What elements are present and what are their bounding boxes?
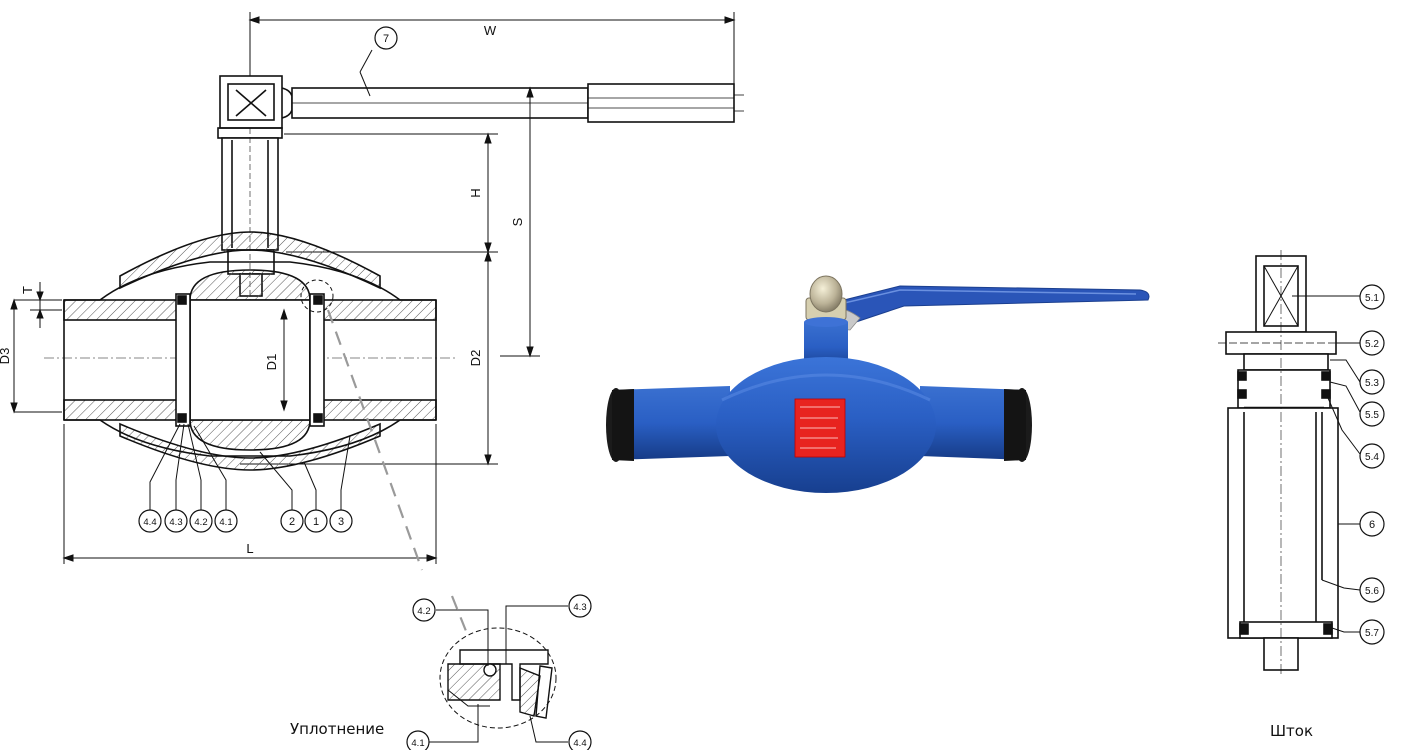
stem-callout-5-7: 5.7: [1359, 619, 1385, 645]
stem-callout-5-3: 5.3: [1359, 369, 1385, 395]
seal-callout-4-2-label: 4.2: [417, 606, 430, 617]
dim-label-d2: D2: [468, 350, 483, 367]
stem-detail: [1218, 250, 1361, 676]
callout-3-label: 3: [338, 516, 344, 528]
callout-1: 1: [304, 509, 328, 533]
seal-callout-4-4: 4.4: [568, 730, 592, 750]
callout-4-1-label: 4.1: [219, 517, 232, 528]
callout-4-2-label: 4.2: [194, 517, 207, 528]
dimension-d1-d3-t: [10, 282, 288, 414]
stem-callout-5-3-label: 5.3: [1365, 378, 1379, 389]
seats: [175, 293, 325, 427]
dimension-l: [62, 424, 438, 564]
stem-callout-5-4: 5.4: [1359, 443, 1385, 469]
callout-2-label: 2: [289, 516, 295, 528]
main-section-view: [10, 12, 744, 637]
callout-4-4-label: 4.4: [143, 517, 156, 528]
dim-label-t: T: [20, 286, 35, 294]
stem-callout-5-6: 5.6: [1359, 577, 1385, 603]
seal-detail: [428, 605, 568, 743]
callout-leaders: [149, 49, 373, 510]
valve-product-image: [606, 275, 1150, 493]
main-callouts: 7 4.4 4.3 4.2 4.1 2 1 3: [138, 26, 398, 533]
stem-callout-5-2: 5.2: [1359, 330, 1385, 356]
stem-callout-5-4-label: 5.4: [1365, 452, 1379, 463]
callout-4-4: 4.4: [138, 509, 162, 533]
stem-callout-5-6-label: 5.6: [1365, 586, 1379, 597]
callout-7: 7: [374, 26, 398, 50]
callout-2: 2: [280, 509, 304, 533]
stem-callout-5-5-label: 5.5: [1365, 410, 1379, 421]
dimension-w: [248, 12, 736, 86]
handle: [219, 75, 744, 129]
dim-label-h: H: [468, 188, 483, 197]
dimension-labels: W H S T D3 D1 D2 L: [0, 23, 525, 556]
callout-1-label: 1: [313, 516, 319, 528]
dim-label-l: L: [246, 541, 253, 556]
stem-callout-6-label: 6: [1369, 519, 1375, 531]
valve-body-shell: [64, 231, 436, 471]
callout-7-label: 7: [383, 33, 389, 45]
callout-3: 3: [329, 509, 353, 533]
stem-callout-5-1: 5.1: [1359, 284, 1385, 310]
seal-callouts: 4.2 4.3 4.1 4.4: [406, 594, 592, 750]
pipe-ends: [44, 299, 456, 421]
stem-callout-5-5: 5.5: [1359, 401, 1385, 427]
stem-callouts: 5.1 5.2 5.3 5.5 5.4 6 5.6 5.7: [1359, 284, 1385, 645]
stem-caption: Шток: [1270, 722, 1314, 740]
dim-label-d3: D3: [0, 348, 12, 365]
seal-callout-4-2: 4.2: [412, 598, 436, 622]
seal-caption: Уплотнение: [290, 720, 385, 738]
stem-callout-5-2-label: 5.2: [1365, 339, 1379, 350]
ball: [189, 269, 311, 451]
stem-callout-5-7-label: 5.7: [1365, 628, 1379, 639]
seal-callout-4-4-label: 4.4: [573, 738, 586, 749]
callout-4-2: 4.2: [189, 509, 213, 533]
detail-leader: [300, 279, 470, 637]
seal-callout-4-1: 4.1: [406, 730, 430, 750]
dim-label-d1: D1: [264, 354, 279, 371]
dim-label-w: W: [484, 23, 497, 38]
dim-label-s: S: [510, 217, 525, 226]
seal-callout-4-3: 4.3: [568, 594, 592, 618]
seal-callout-4-3-label: 4.3: [573, 602, 586, 613]
callout-4-1: 4.1: [214, 509, 238, 533]
stem-callout-5-1-label: 5.1: [1365, 293, 1379, 304]
callout-4-3: 4.3: [164, 509, 188, 533]
stem-callout-6: 6: [1359, 511, 1385, 537]
seal-callout-4-1-label: 4.1: [411, 738, 424, 749]
callout-4-3-label: 4.3: [169, 517, 182, 528]
